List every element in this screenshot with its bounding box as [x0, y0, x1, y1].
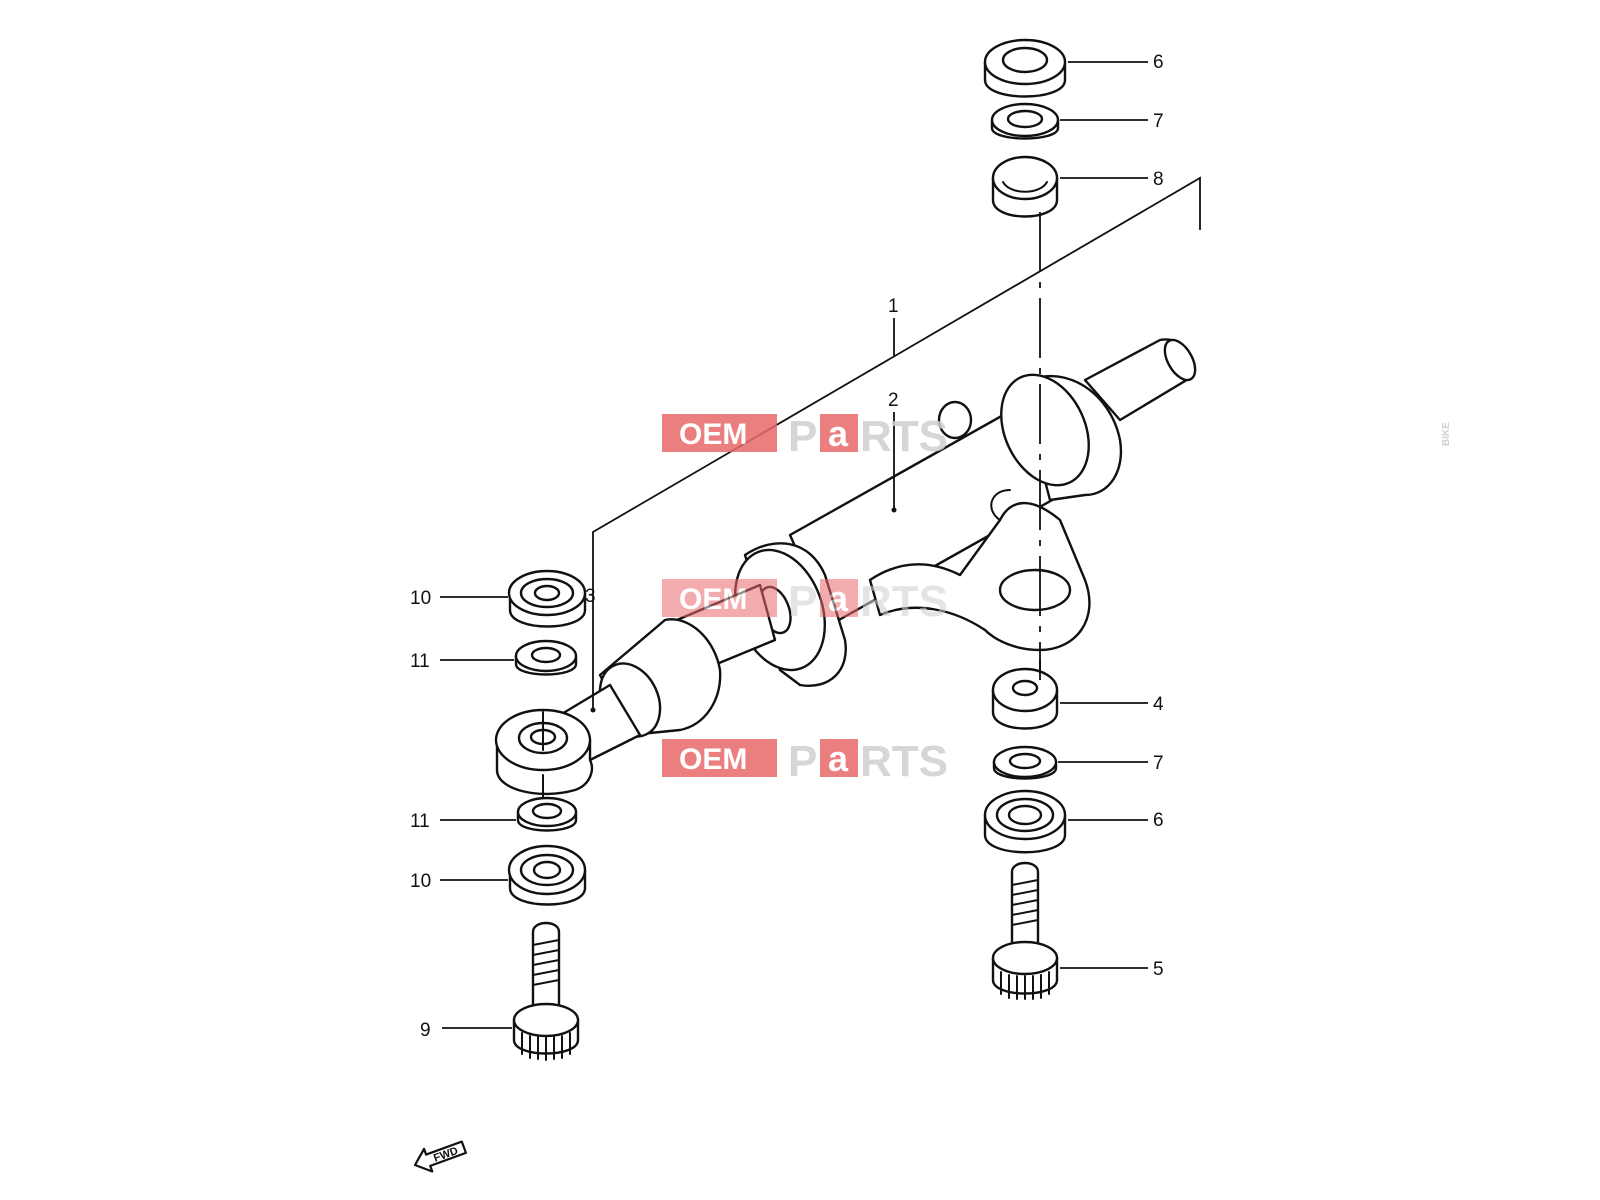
svg-text:a: a — [828, 413, 849, 454]
callout-6-top: 6 — [1153, 52, 1164, 73]
callout-2: 2 — [888, 390, 899, 411]
svg-text:a: a — [828, 738, 849, 779]
leader-lines — [440, 61, 1201, 1029]
svg-text:P: P — [788, 412, 817, 461]
callout-10-top: 10 — [410, 588, 431, 609]
svg-text:a: a — [828, 578, 849, 619]
callout-3: 3 — [585, 586, 596, 607]
svg-text:P: P — [788, 577, 817, 626]
svg-text:RTS: RTS — [860, 412, 948, 461]
svg-text:RTS: RTS — [860, 577, 948, 626]
svg-text:OEM: OEM — [679, 743, 747, 776]
watermark-middle: OEM P a RTS — [662, 577, 948, 626]
callout-9: 9 — [420, 1020, 431, 1041]
callout-11-top: 11 — [410, 651, 430, 672]
callout-5: 5 — [1153, 959, 1164, 980]
callout-10-bottom: 10 — [410, 871, 431, 892]
watermark-top: OEM BIKE P a RTS — [662, 412, 1452, 461]
fwd-arrow-icon: FWD — [413, 1140, 468, 1173]
right-top-hardware — [983, 38, 1067, 218]
callout-1: 1 — [888, 296, 899, 317]
left-hardware — [507, 569, 587, 1061]
watermark-bottom: OEM P a RTS — [662, 737, 948, 786]
svg-text:OEM: OEM — [679, 583, 747, 616]
right-bottom-hardware — [983, 667, 1067, 1000]
steering-damper-body — [494, 338, 1197, 796]
svg-text:P: P — [788, 737, 817, 786]
callout-8: 8 — [1153, 169, 1164, 190]
svg-text:RTS: RTS — [860, 737, 948, 786]
callout-7-bottom: 7 — [1153, 753, 1164, 774]
fwd-label: FWD — [432, 1145, 460, 1165]
callout-6-bottom: 6 — [1153, 810, 1164, 831]
callout-4: 4 — [1153, 694, 1164, 715]
callout-labels: 6 7 8 1 2 3 10 11 4 7 6 11 10 5 9 — [410, 52, 1164, 1041]
callout-11-bottom: 11 — [410, 811, 430, 832]
assembly-axes — [542, 212, 1041, 799]
callout-7-top: 7 — [1153, 111, 1164, 132]
svg-text:BIKE: BIKE — [1441, 422, 1452, 446]
svg-text:OEM: OEM — [679, 418, 747, 451]
